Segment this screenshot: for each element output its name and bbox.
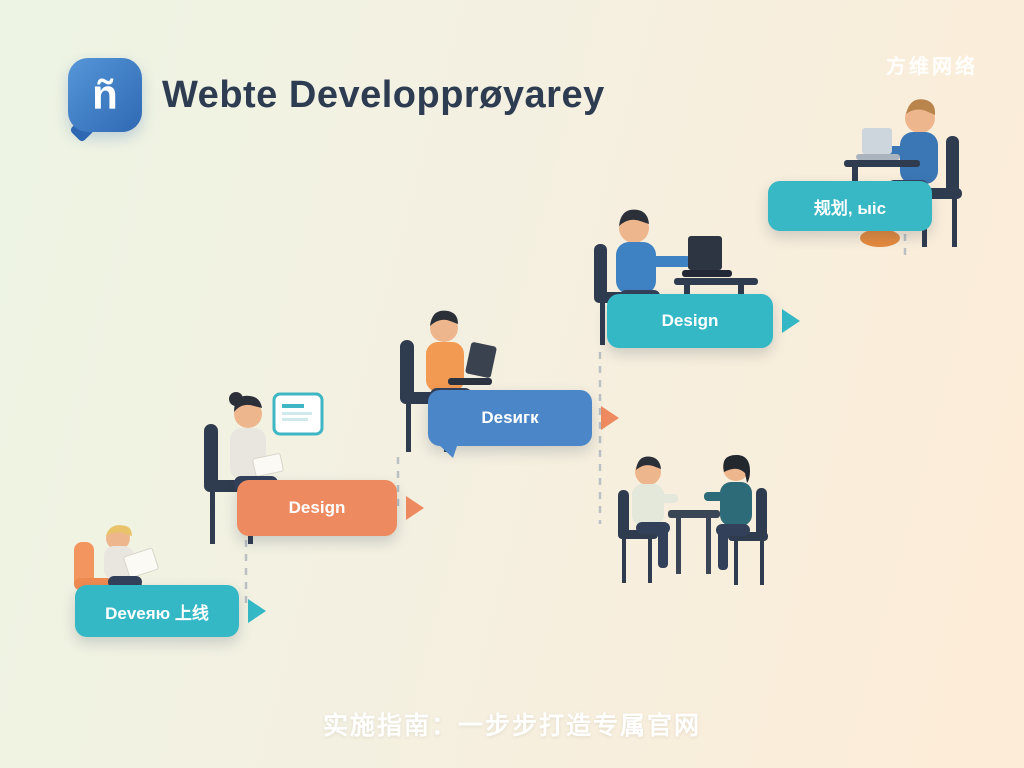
bottom-caption: 实施指南：一步步打造专属官网: [322, 712, 701, 740]
step-design-teal: Design: [607, 294, 800, 348]
step-design-coral-label: Design: [288, 498, 346, 517]
step-planning-label: 规划, ыіс: [813, 198, 887, 218]
arrow-right-icon: [782, 309, 800, 333]
speech-bubble-tail: [437, 443, 458, 458]
meeting-pair-illustration: [618, 454, 768, 585]
step-planning: 规划, ыіс: [768, 181, 932, 231]
step-design-coral: Design: [237, 480, 424, 536]
step-develop-blue: Desигк: [428, 390, 619, 458]
step-planning-box: 规划, ыіс: [768, 181, 932, 231]
brand-header: ñ Webte Developprøyarey: [68, 58, 605, 132]
logo-letter: ñ: [92, 71, 118, 118]
arrow-right-icon: [406, 496, 424, 520]
arrow-right-icon: [248, 599, 266, 623]
step-design-coral-box: Design: [237, 480, 397, 536]
arrow-right-icon: [601, 406, 619, 430]
app-logo: ñ: [68, 58, 142, 132]
page-title: Webte Developprøyarey: [162, 73, 605, 116]
step-launch-label: Devеяю 上线: [105, 603, 209, 623]
step-design-teal-label: Design: [661, 311, 719, 330]
watermark-text: 方维网络: [886, 56, 978, 78]
step-design-teal-box: Design: [607, 294, 773, 348]
step-develop-blue-label: Desигк: [481, 408, 539, 427]
person-top-right-desk-illustration: [844, 99, 962, 247]
step-develop-blue-box: Desигк: [428, 390, 592, 458]
step-launch-box: Devеяю 上线: [75, 585, 239, 637]
step-launch: Devеяю 上线: [75, 585, 266, 637]
